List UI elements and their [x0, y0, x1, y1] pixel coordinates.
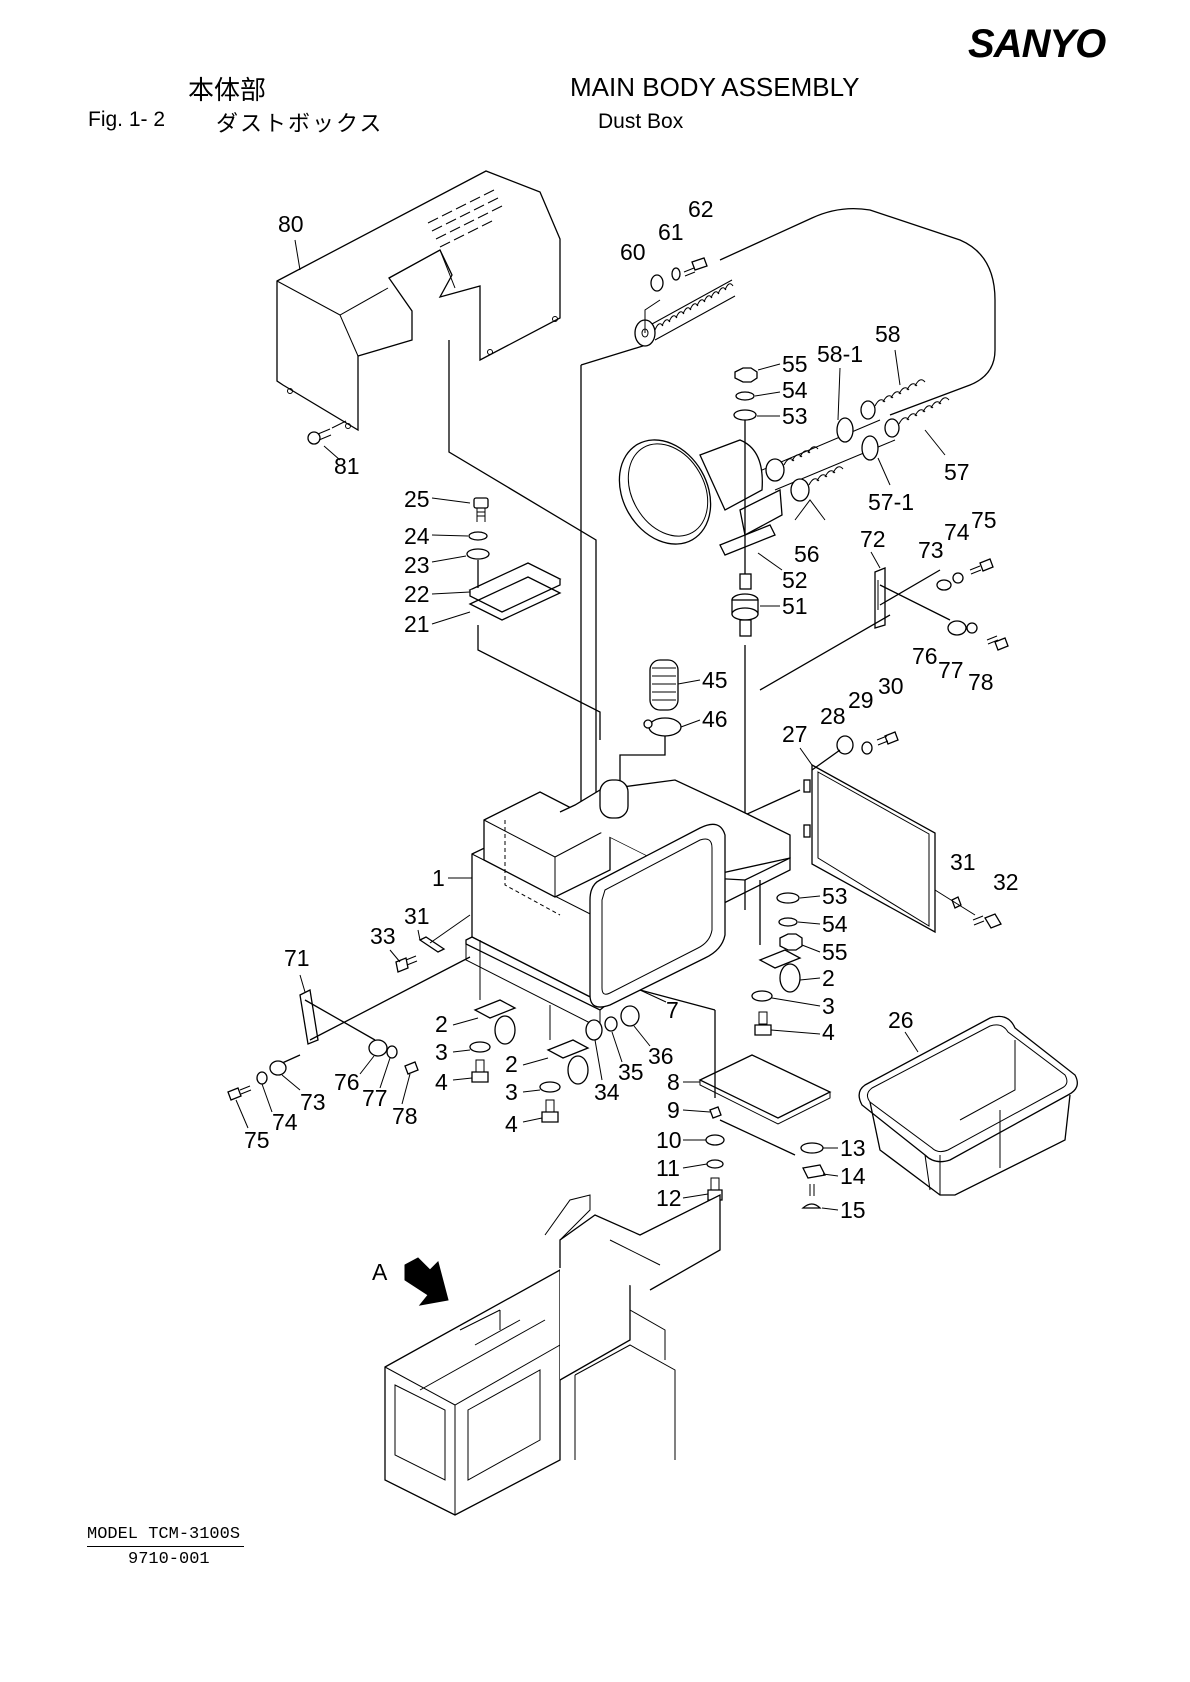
- callout-54-bottom: 54: [822, 911, 848, 937]
- callout-58: 58: [875, 321, 901, 347]
- callout-57-1: 57-1: [868, 489, 914, 515]
- callout-53-bottom: 53: [822, 883, 848, 909]
- clamp-57-1: [862, 436, 878, 460]
- callout-73-top: 73: [918, 537, 944, 563]
- callout-3-left-b: 3: [505, 1079, 518, 1105]
- spring-assembly-top: [635, 258, 735, 346]
- callout-30: 30: [878, 673, 904, 699]
- dust-box-body-1: [466, 780, 790, 1028]
- callout-62: 62: [688, 196, 714, 222]
- callout-3-right: 3: [822, 993, 835, 1019]
- callout-4-left-b: 4: [505, 1111, 518, 1137]
- callout-29: 29: [848, 687, 874, 713]
- callout-28: 28: [820, 703, 846, 729]
- callout-2-left-b: 2: [505, 1051, 518, 1077]
- callout-54-top: 54: [782, 377, 808, 403]
- callout-1: 1: [432, 865, 445, 891]
- callout-77-bottom: 77: [362, 1085, 388, 1111]
- callout-76-bottom: 76: [334, 1069, 360, 1095]
- callout-21: 21: [404, 611, 430, 637]
- callout-13: 13: [840, 1135, 866, 1161]
- dust-tray-26: [859, 1016, 1077, 1195]
- callout-53-top: 53: [782, 403, 808, 429]
- callout-3-left-a: 3: [435, 1039, 448, 1065]
- callout-35: 35: [618, 1059, 644, 1085]
- callout-55-top: 55: [782, 351, 808, 377]
- callout-74-top: 74: [944, 519, 970, 545]
- callout-2-left-a: 2: [435, 1011, 448, 1037]
- callout-9: 9: [667, 1097, 680, 1123]
- callout-12: 12: [656, 1185, 682, 1211]
- callout-31-left: 31: [404, 903, 430, 929]
- callout-76-top: 76: [912, 643, 938, 669]
- callout-2-right: 2: [822, 965, 835, 991]
- view-label-A: A: [372, 1259, 388, 1285]
- caster-right: [752, 880, 802, 1035]
- callout-58-1: 58-1: [817, 341, 863, 367]
- latch-31-screw-32: [935, 890, 1001, 928]
- callout-46: 46: [702, 706, 728, 732]
- callout-75-bottom: 75: [244, 1127, 270, 1153]
- callout-4-right: 4: [822, 1019, 835, 1045]
- callout-7: 7: [666, 997, 679, 1023]
- callout-33: 33: [370, 923, 396, 949]
- callout-52: 52: [782, 567, 808, 593]
- clamp-58-1: [837, 418, 853, 442]
- callout-25: 25: [404, 486, 430, 512]
- hose-45-clamp-46: [620, 660, 681, 795]
- callout-78-bottom: 78: [392, 1103, 418, 1129]
- callout-22: 22: [404, 581, 430, 607]
- callout-10: 10: [656, 1127, 682, 1153]
- caster-left-2: [540, 1005, 588, 1122]
- callout-74-bottom: 74: [272, 1109, 298, 1135]
- callout-24: 24: [404, 523, 430, 549]
- callout-77-top: 77: [938, 657, 964, 683]
- callout-71: 71: [284, 945, 310, 971]
- machine-base: [385, 1195, 720, 1515]
- callout-55-bottom: 55: [822, 939, 848, 965]
- callout-27: 27: [782, 721, 808, 747]
- callout-80: 80: [278, 211, 304, 237]
- fan-motor: [601, 423, 782, 560]
- callout-31-right: 31: [950, 849, 976, 875]
- callout-26: 26: [888, 1007, 914, 1033]
- callout-56: 56: [794, 541, 820, 567]
- view-arrow-A: [405, 1258, 448, 1305]
- callout-75-top: 75: [971, 507, 997, 533]
- callout-8: 8: [667, 1069, 680, 1095]
- callout-32: 32: [993, 869, 1019, 895]
- callout-51: 51: [782, 593, 808, 619]
- document-number: 9710-001: [128, 1550, 210, 1569]
- callout-73-bottom: 73: [300, 1089, 326, 1115]
- callout-4-left-a: 4: [435, 1069, 448, 1095]
- callout-15: 15: [840, 1197, 866, 1223]
- callout-36: 36: [648, 1043, 674, 1069]
- callout-61: 61: [658, 219, 684, 245]
- filter-plate-stack: [467, 498, 600, 740]
- callout-23: 23: [404, 552, 430, 578]
- callout-81: 81: [334, 453, 360, 479]
- callout-78-top: 78: [968, 669, 994, 695]
- callout-11: 11: [656, 1155, 680, 1181]
- screw-81: [308, 421, 346, 444]
- callout-34: 34: [594, 1079, 620, 1105]
- cover-80: [277, 171, 560, 430]
- callout-57: 57: [944, 459, 970, 485]
- callout-72: 72: [860, 526, 886, 552]
- callout-45: 45: [702, 667, 728, 693]
- model-number: MODEL TCM-3100S: [87, 1525, 244, 1547]
- springs-57-58: [861, 380, 949, 437]
- callout-14: 14: [840, 1163, 866, 1189]
- callout-60: 60: [620, 239, 646, 265]
